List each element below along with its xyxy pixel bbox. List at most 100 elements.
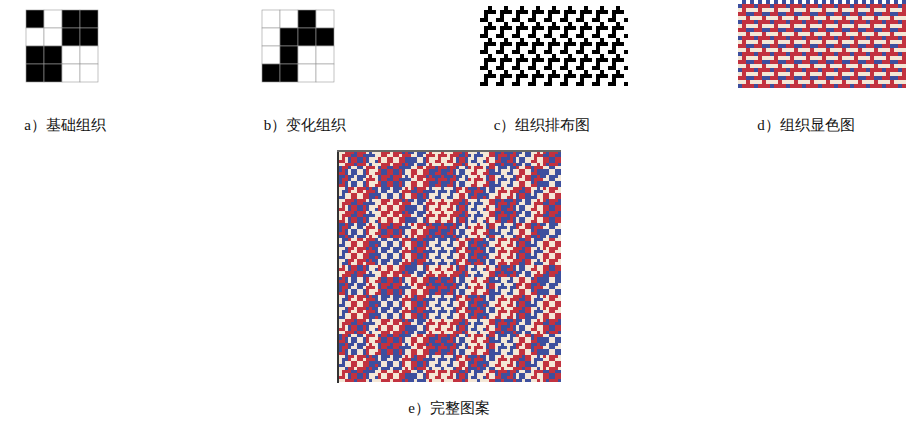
weave-cell [786,32,790,36]
weave-cell [782,20,786,24]
weave-cell [738,36,742,40]
weave-cell [492,30,496,34]
weave-cell [556,26,560,30]
weave-cell [814,44,818,48]
weave-cell [866,8,870,12]
weave-cell [850,56,854,60]
weave-cell [870,84,874,88]
weave-cell [810,68,814,72]
weave-cell [540,62,544,66]
weave-cell [838,80,842,84]
weave-cell [778,64,782,68]
weave-cell [524,6,528,10]
weave-cell [838,4,842,8]
weave-cell [762,64,766,68]
weave-cell [504,26,508,30]
weave-cell [608,78,612,82]
weave-cell [512,58,516,62]
weave-cell [830,52,834,56]
weave-cell [608,6,612,10]
weave-cell [778,20,782,24]
weave-cell [556,42,560,46]
weave-cell [480,42,484,46]
weave-cell [620,18,624,22]
weave-cell [778,56,782,60]
weave-cell [898,20,902,24]
weave-cell [850,80,854,84]
weave-cell [846,52,850,56]
weave-cell [794,4,798,8]
weave-cell [580,78,584,82]
weave-cell [850,16,854,20]
weave-cell [870,72,874,76]
weave-cell [552,66,556,70]
weave-cell [846,76,850,80]
weave-cell [854,80,858,84]
weave-cell [802,56,806,60]
weave-cell [298,46,316,64]
weave-cell [480,78,484,82]
weave-cell [798,80,802,84]
weave-cell [870,8,874,12]
weave-cell [369,160,372,163]
weave-cell [390,157,393,160]
weave-cell [520,54,524,58]
weave-cell [862,72,866,76]
weave-cell [766,84,770,88]
weave-cell [878,60,882,64]
weave-cell [417,154,420,157]
weave-cell [830,48,834,52]
weave-cell [504,46,508,50]
weave-cell [842,32,846,36]
weave-cell [588,18,592,22]
weave-cell [500,42,504,46]
weave-cell [798,56,802,60]
weave-cell [556,74,560,78]
weave-cell [316,46,334,64]
weave-cell [762,16,766,20]
weave-cell [532,54,536,58]
weave-cell [782,4,786,8]
weave-cell [480,74,484,78]
weave-cell [556,78,560,82]
weave-cell [746,12,750,16]
weave-cell [536,58,540,62]
weave-cell [608,62,612,66]
weave-cell [360,157,363,160]
weave-cell [778,36,782,40]
weave-cell [770,76,774,80]
weave-cell [372,154,375,157]
weave-cell [620,22,624,26]
weave-cell [754,36,758,40]
weave-cell [846,32,850,36]
weave-cell [480,154,483,157]
weave-cell [495,160,498,163]
weave-cell [798,28,802,32]
weave-cell [798,24,802,28]
weave-cell [405,160,408,163]
weave-cell [858,8,862,12]
weave-cell [548,18,552,22]
weave-cell [886,28,890,32]
weave-cell [480,26,484,30]
weave-cell [564,10,568,14]
weave-cell [576,66,580,70]
weave-cell [866,24,870,28]
weave-cell [866,28,870,32]
weave-cell [516,160,519,163]
weave-cell [544,46,548,50]
weave-cell [818,40,822,44]
weave-cell [378,160,381,163]
weave-cell [552,78,556,82]
weave-cell [405,157,408,160]
weave-cell [520,78,524,82]
weave-cell [348,157,351,160]
weave-cell [806,0,810,4]
weave-cell [786,44,790,48]
weave-cell [854,28,858,32]
weave-cell [600,42,604,46]
weave-cell [854,68,858,72]
weave-cell [818,56,822,60]
weave-cell [854,76,858,80]
weave-cell [794,76,798,80]
